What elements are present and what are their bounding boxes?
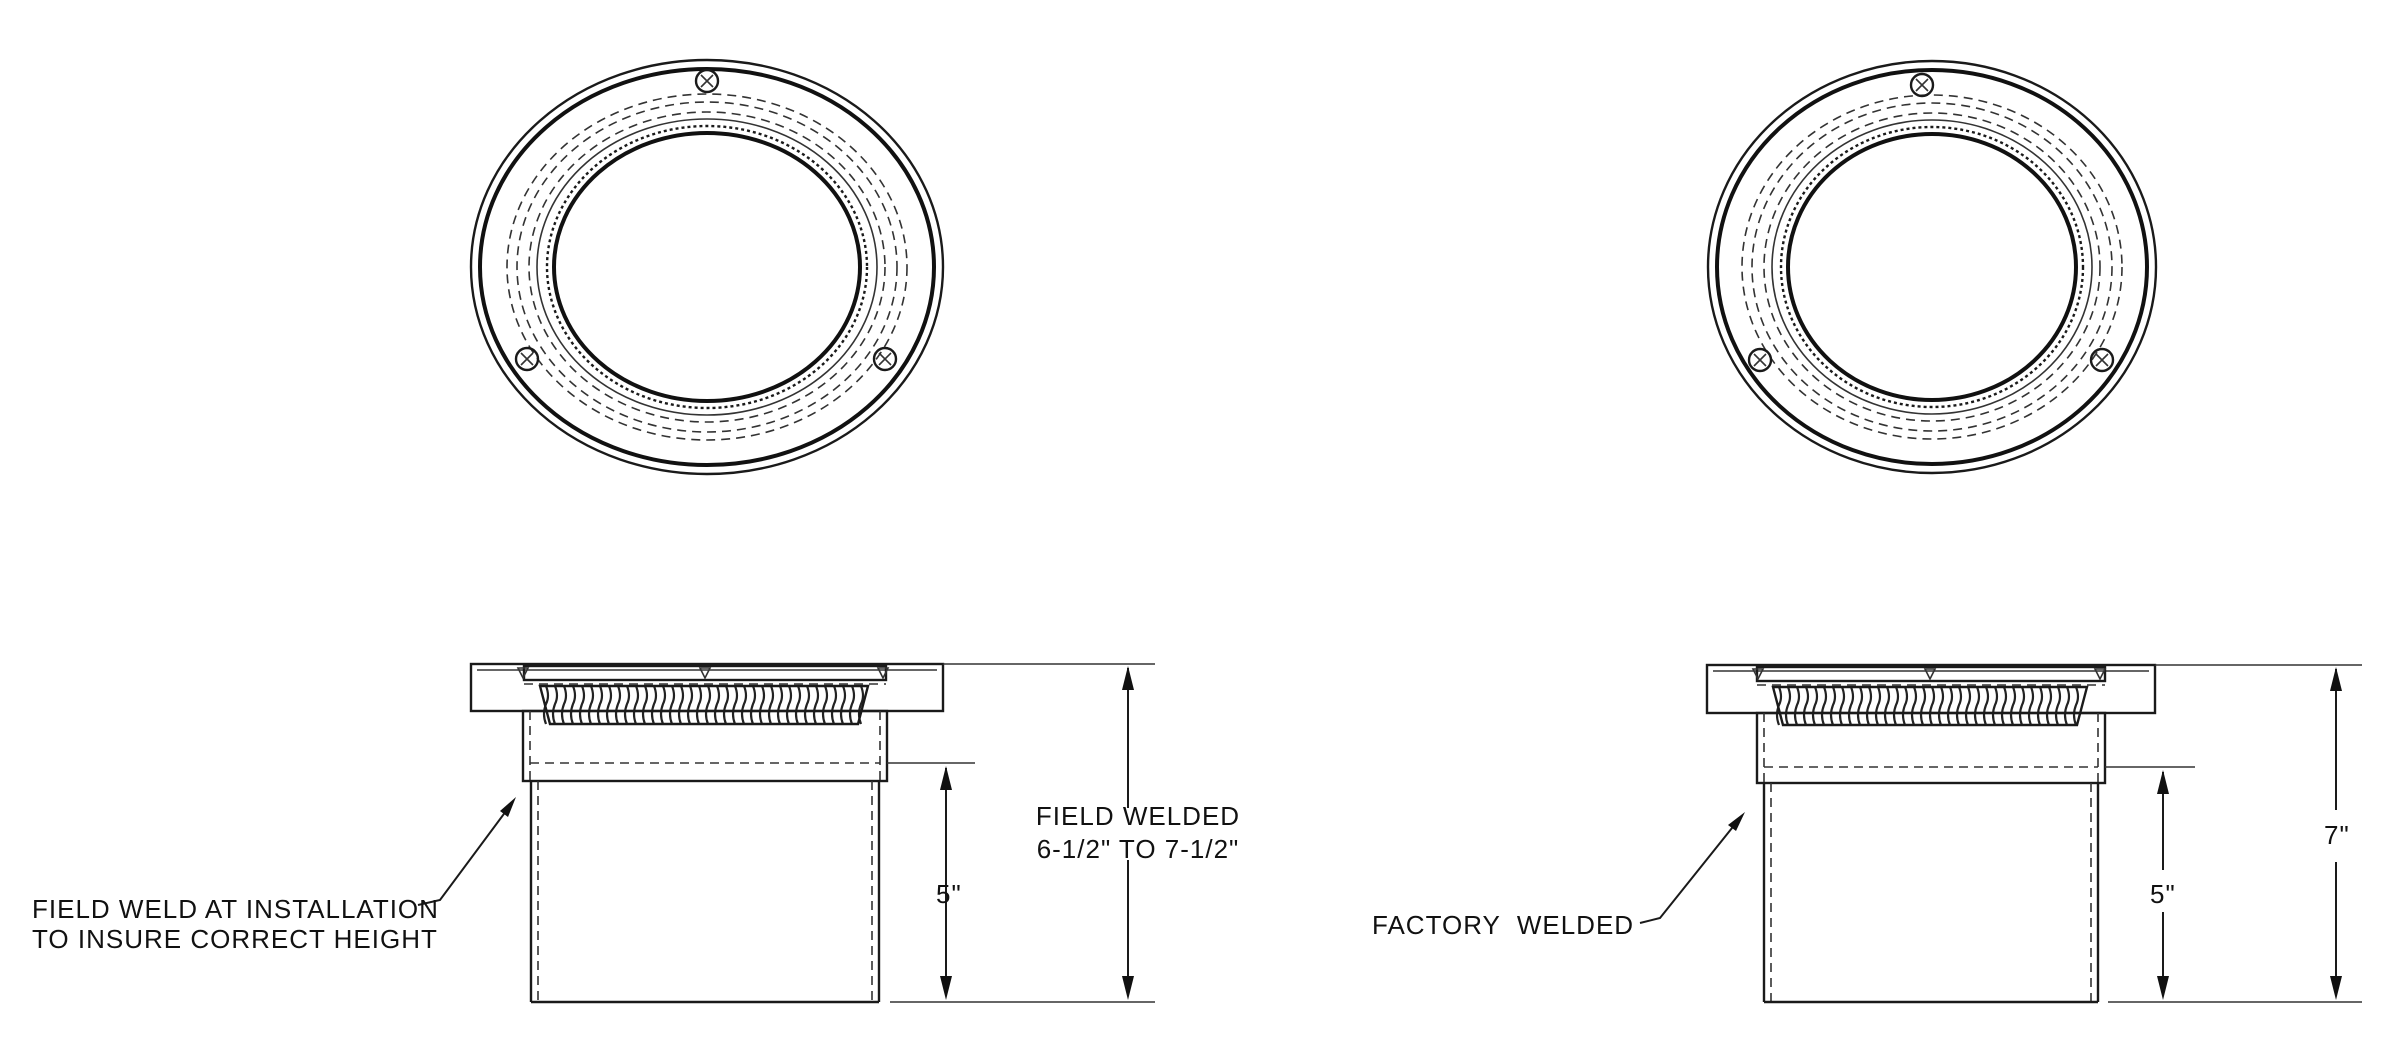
- right-plan-view: [1706, 59, 2158, 475]
- thread-mark: [2009, 686, 2017, 726]
- thread-mark: [749, 685, 757, 725]
- thread-mark: [560, 685, 568, 725]
- thread-mark: [1964, 686, 1972, 726]
- thread-mark: [551, 685, 559, 725]
- thread-mark: [2054, 686, 2062, 726]
- thread-mark: [776, 685, 784, 725]
- left-section-view: [417, 662, 1155, 1004]
- thread-mark: [848, 685, 856, 725]
- thread-mark: [2036, 686, 2044, 726]
- right-dim-outer-label: 7": [2324, 820, 2350, 850]
- bolt-icon: [514, 346, 540, 372]
- thread-mark: [632, 685, 640, 725]
- thread-mark: [2045, 686, 2053, 726]
- thread-mark: [1982, 686, 1990, 726]
- thread-mark: [1973, 686, 1981, 726]
- thread-mark: [2072, 686, 2080, 726]
- left-dim-outer-label-1: FIELD WELDED: [1036, 801, 1240, 831]
- thread-mark: [812, 685, 820, 725]
- thread-hatch: [1771, 685, 2089, 727]
- thread-mark: [704, 685, 712, 725]
- thread-mark: [1892, 686, 1900, 726]
- thread-mark: [758, 685, 766, 725]
- thread-mark: [1910, 686, 1918, 726]
- thread-mark: [641, 685, 649, 725]
- thread-mark: [605, 685, 613, 725]
- bolt-icon: [516, 667, 890, 680]
- thread-mark: [659, 685, 667, 725]
- thread-mark: [1937, 686, 1945, 726]
- thread-mark: [1901, 686, 1909, 726]
- thread-mark: [542, 685, 550, 725]
- left-dim-outer-label-2: 6-1/2" TO 7-1/2": [1037, 834, 1240, 864]
- thread-mark: [767, 685, 775, 725]
- thread-mark: [713, 685, 721, 725]
- thread-mark: [803, 685, 811, 725]
- thread-mark: [1946, 686, 1954, 726]
- left-callout-line1: FIELD WELD AT INSTALLATION: [32, 894, 439, 924]
- thread-mark: [623, 685, 631, 725]
- thread-mark: [2063, 686, 2071, 726]
- thread-mark: [731, 685, 739, 725]
- bolt-icon: [694, 68, 720, 94]
- thread-mark: [1874, 686, 1882, 726]
- thread-mark: [1856, 686, 1864, 726]
- bolt-icon: [1747, 347, 1773, 373]
- thread-mark: [1991, 686, 1999, 726]
- thread-mark: [839, 685, 847, 725]
- thread-mark: [614, 685, 622, 725]
- thread-mark: [794, 685, 802, 725]
- thread-mark: [596, 685, 604, 725]
- thread-mark: [569, 685, 577, 725]
- thread-mark: [1883, 686, 1891, 726]
- thread-mark: [1955, 686, 1963, 726]
- thread-hatch: [538, 684, 870, 726]
- right-section-view: [1639, 663, 2362, 1004]
- bolt-icon: [872, 346, 898, 372]
- bolt-icon: [2089, 347, 2115, 373]
- thread-mark: [2000, 686, 2008, 726]
- thread-mark: [1784, 686, 1792, 726]
- thread-mark: [1811, 686, 1819, 726]
- thread-mark: [1775, 686, 1783, 726]
- thread-mark: [1802, 686, 1810, 726]
- thread-mark: [1793, 686, 1801, 726]
- thread-mark: [1847, 686, 1855, 726]
- bolt-icon: [1909, 72, 1935, 98]
- thread-mark: [695, 685, 703, 725]
- thread-mark: [2027, 686, 2035, 726]
- thread-mark: [1865, 686, 1873, 726]
- thread-mark: [785, 685, 793, 725]
- thread-mark: [1829, 686, 1837, 726]
- left-plan-view: [469, 58, 945, 476]
- thread-mark: [1838, 686, 1846, 726]
- thread-mark: [668, 685, 676, 725]
- thread-mark: [686, 685, 694, 725]
- thread-mark: [1928, 686, 1936, 726]
- thread-mark: [740, 685, 748, 725]
- right-dim-inner-label: 5": [2150, 879, 2176, 909]
- bolt-icon: [1751, 668, 2107, 681]
- left-callout-line2: TO INSURE CORRECT HEIGHT: [32, 924, 438, 954]
- thread-mark: [1820, 686, 1828, 726]
- thread-mark: [650, 685, 658, 725]
- thread-mark: [821, 685, 829, 725]
- thread-mark: [830, 685, 838, 725]
- thread-mark: [722, 685, 730, 725]
- thread-mark: [2018, 686, 2026, 726]
- thread-mark: [1919, 686, 1927, 726]
- thread-mark: [587, 685, 595, 725]
- thread-mark: [578, 685, 586, 725]
- left-dim-inner-label: 5": [936, 879, 962, 909]
- right-callout: FACTORY WELDED: [1372, 910, 1634, 940]
- thread-mark: [677, 685, 685, 725]
